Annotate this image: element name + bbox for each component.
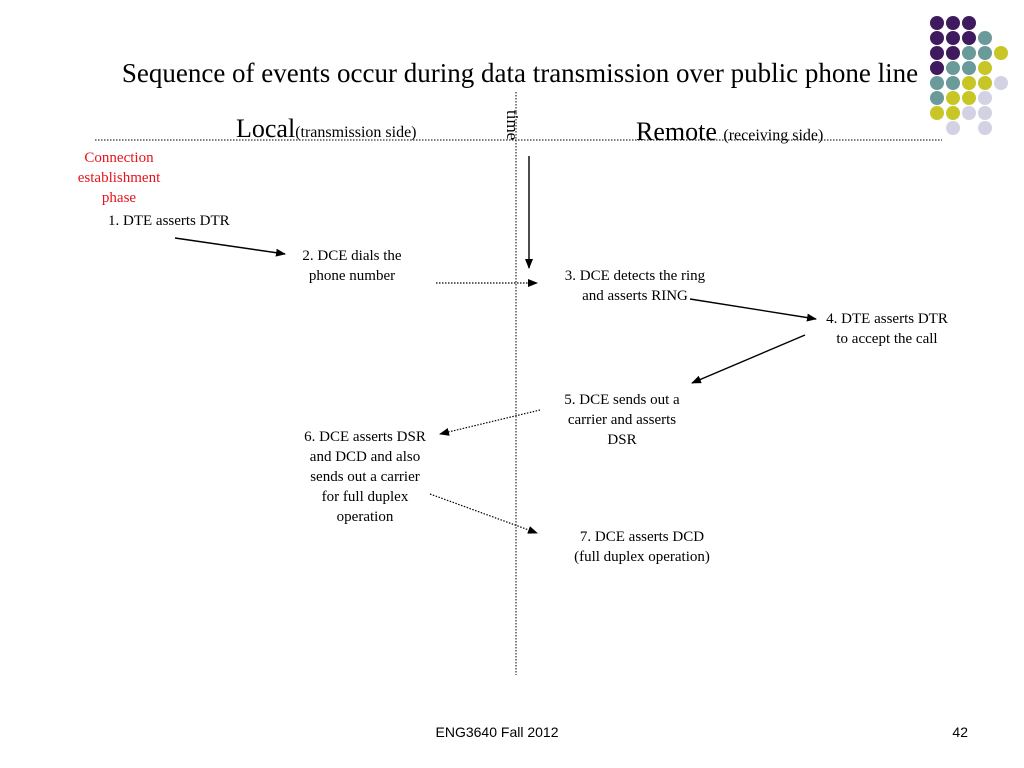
time-axis-label: time xyxy=(503,110,522,141)
dot xyxy=(962,46,976,60)
dot xyxy=(946,106,960,120)
arrow-step3-to-step4 xyxy=(689,298,817,322)
dot xyxy=(930,76,944,90)
slide-number: 42 xyxy=(952,724,968,740)
step-line: 6. DCE asserts DSR xyxy=(304,429,426,445)
arrow-step4-to-step5 xyxy=(691,334,806,384)
dot xyxy=(930,106,944,120)
dot xyxy=(946,16,960,30)
dot xyxy=(962,61,976,75)
dot xyxy=(978,106,992,120)
local-sublabel: (transmission side) xyxy=(295,124,417,141)
dot xyxy=(962,91,976,105)
step-line: sends out a carrier xyxy=(310,469,420,485)
local-header: Local(transmission side) xyxy=(236,114,417,144)
dot xyxy=(962,31,976,45)
dot xyxy=(994,76,1008,90)
step-line: 1. DTE asserts DTR xyxy=(108,213,230,229)
dot xyxy=(946,31,960,45)
dot xyxy=(930,16,944,30)
step-line: 7. DCE asserts DCD xyxy=(579,529,705,545)
step-2-label: 2. DCE dials the phone number xyxy=(282,246,422,286)
step-line: carrier and asserts xyxy=(567,412,677,428)
step-line: phone number xyxy=(308,268,396,284)
dot xyxy=(978,121,992,135)
dot xyxy=(978,76,992,90)
dot xyxy=(946,121,960,135)
dot xyxy=(946,76,960,90)
step-line: 5. DCE sends out a xyxy=(564,392,680,408)
dot xyxy=(962,106,976,120)
dot xyxy=(930,46,944,60)
step-line: (full duplex operation) xyxy=(574,549,710,565)
step-line: DSR xyxy=(607,432,637,448)
dot xyxy=(962,16,976,30)
dot xyxy=(930,31,944,45)
step-3-label: 3. DCE detects the ring and asserts RING xyxy=(550,266,720,306)
step-6-label: 6. DCE asserts DSR and DCD and also send… xyxy=(290,427,440,527)
step-line: operation xyxy=(336,509,394,525)
dot xyxy=(946,91,960,105)
step-line: to accept the call xyxy=(836,331,938,347)
step-line: 2. DCE dials the xyxy=(302,248,402,264)
step-5-label: 5. DCE sends out a carrier and asserts D… xyxy=(550,390,694,450)
local-label: Local xyxy=(236,114,296,143)
dot xyxy=(994,46,1008,60)
slide-title: Sequence of events occur during data tra… xyxy=(121,58,919,88)
dot xyxy=(946,61,960,75)
dot xyxy=(978,46,992,60)
dot xyxy=(978,31,992,45)
dot xyxy=(978,61,992,75)
dot xyxy=(962,76,976,90)
footer-course: ENG3640 Fall 2012 xyxy=(435,724,559,740)
arrow-step5-to-step6 xyxy=(439,409,541,436)
phase-label-line: phase xyxy=(101,190,137,206)
dot xyxy=(978,91,992,105)
phase-label: Connection establishment phase xyxy=(64,148,174,208)
phase-label-line: Connection xyxy=(84,150,154,166)
phase-label-line: establishment xyxy=(77,170,161,186)
step-line: and DCD and also xyxy=(309,449,421,465)
step-1-label: 1. DTE asserts DTR xyxy=(108,211,230,231)
remote-label: Remote xyxy=(636,117,724,146)
step-line: for full duplex xyxy=(321,489,409,505)
step-7-label: 7. DCE asserts DCD (full duplex operatio… xyxy=(560,527,724,567)
dot xyxy=(930,61,944,75)
step-line: 4. DTE asserts DTR xyxy=(826,311,948,327)
arrow-step1-to-step2 xyxy=(174,237,286,257)
remote-header: Remote (receiving side) xyxy=(636,117,823,147)
step-4-label: 4. DTE asserts DTR to accept the call xyxy=(812,309,962,349)
step-line: 3. DCE detects the ring xyxy=(564,268,706,284)
dot xyxy=(946,46,960,60)
step-line: and asserts RING xyxy=(582,288,688,304)
arrow-step6-to-step7 xyxy=(429,493,538,534)
remote-sublabel: (receiving side) xyxy=(723,127,824,144)
dot xyxy=(930,91,944,105)
